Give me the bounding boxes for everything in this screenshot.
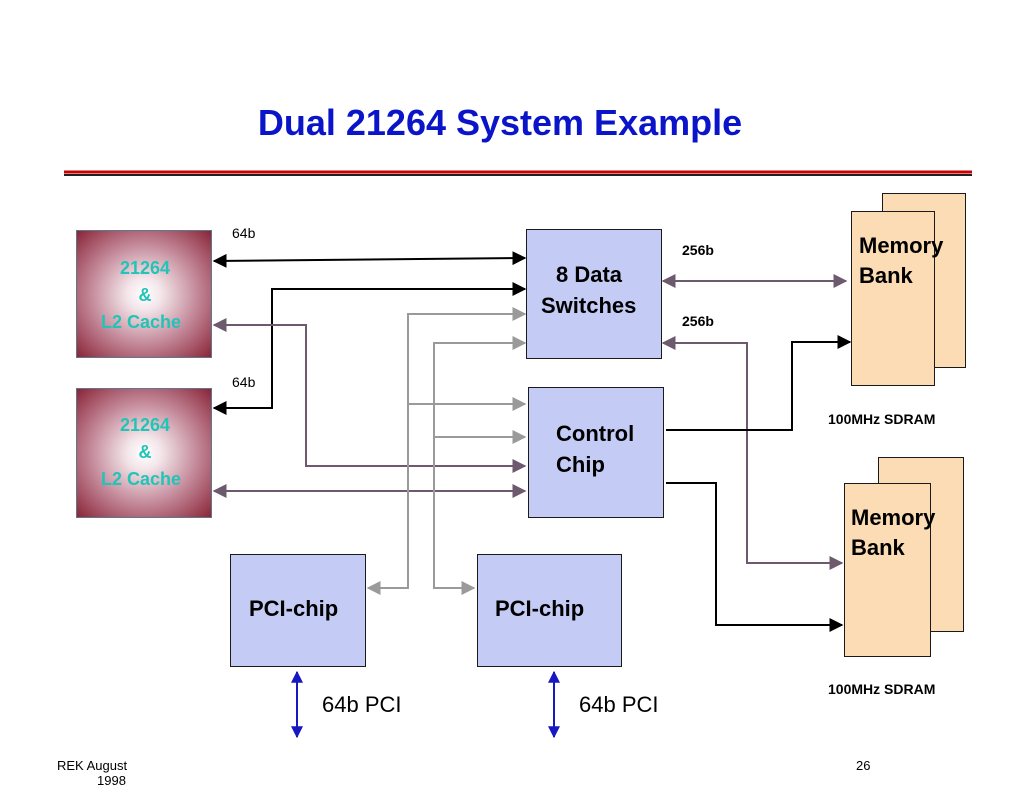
control-chip	[528, 387, 664, 518]
wire-cpu2-switches	[212, 282, 527, 415]
data-switches-line1: 8 Data	[556, 262, 623, 287]
pci-chip-2	[477, 554, 622, 667]
cpu-l2-cache-2	[76, 388, 212, 518]
memory-bank-2-line1: Memory	[851, 505, 936, 530]
data-switches-line2: Switches	[541, 293, 637, 318]
memory-bank-1-front	[851, 211, 935, 386]
footer-author-line2: 1998	[97, 773, 126, 788]
pci-bus-label-2: 64b PCI	[579, 692, 659, 717]
bus-label-256b-top: 256b	[682, 242, 714, 258]
data-switches-label: 8 Data Switches	[541, 259, 636, 321]
pci-chip-1	[230, 554, 366, 667]
memory-bank-2-line2: Bank	[851, 535, 905, 560]
wire-cpu1-control	[212, 318, 527, 473]
control-chip-label: Control Chip	[556, 418, 634, 480]
wire-control-memory1	[666, 335, 852, 431]
memory-bank-1-line1: Memory	[859, 233, 944, 258]
sdram-label-1: 100MHz SDRAM	[828, 411, 936, 427]
cpu-1-line1: 21264	[119, 258, 171, 278]
bus-label-256b-bottom: 256b	[682, 313, 714, 329]
wire-cpu1-switches	[212, 251, 527, 268]
cpu-1-line2: &	[138, 285, 152, 305]
memory-bank-2-front	[844, 483, 931, 657]
sdram-label-2: 100MHz SDRAM	[828, 681, 936, 697]
cpu-l2-cache-1	[76, 230, 212, 358]
bus-label-64b-top: 64b	[232, 225, 256, 241]
control-chip-line1: Control	[556, 421, 635, 446]
page-number: 26	[856, 758, 871, 773]
memory-bank-1-label: Memory Bank	[859, 231, 943, 291]
wire-pci1-switches	[366, 307, 527, 595]
cpu-2-line2: &	[138, 442, 152, 462]
control-chip-line2: Chip	[556, 452, 605, 477]
cpu-2-line3: L2 Cache	[101, 469, 182, 489]
cpu-1-line3: L2 Cache	[101, 312, 182, 332]
cpu-2-label: 21264 &	[95, 412, 195, 466]
pci-chip-1-label: PCI-chip	[249, 596, 339, 621]
pci-chip-2-label: PCI-chip	[495, 596, 585, 621]
bus-label-64b-mid: 64b	[232, 374, 256, 390]
wire-control-memory2	[666, 482, 844, 632]
cpu-1-label: 21264 &	[95, 255, 195, 309]
footer-author: REK August 1998	[57, 758, 127, 788]
memory-bank-1-line2: Bank	[859, 263, 913, 288]
footer-author-line1: REK August	[57, 758, 128, 773]
pci-bus-label-1: 64b PCI	[322, 692, 402, 717]
data-switches-chip	[526, 229, 662, 359]
wire-pci2-switches	[433, 336, 527, 595]
memory-bank-2-label: Memory Bank	[851, 503, 935, 563]
wire-switches-memory2	[661, 336, 844, 570]
slide-title: Dual 21264 System Example	[257, 102, 743, 143]
cpu-2-line1: 21264	[119, 415, 171, 435]
